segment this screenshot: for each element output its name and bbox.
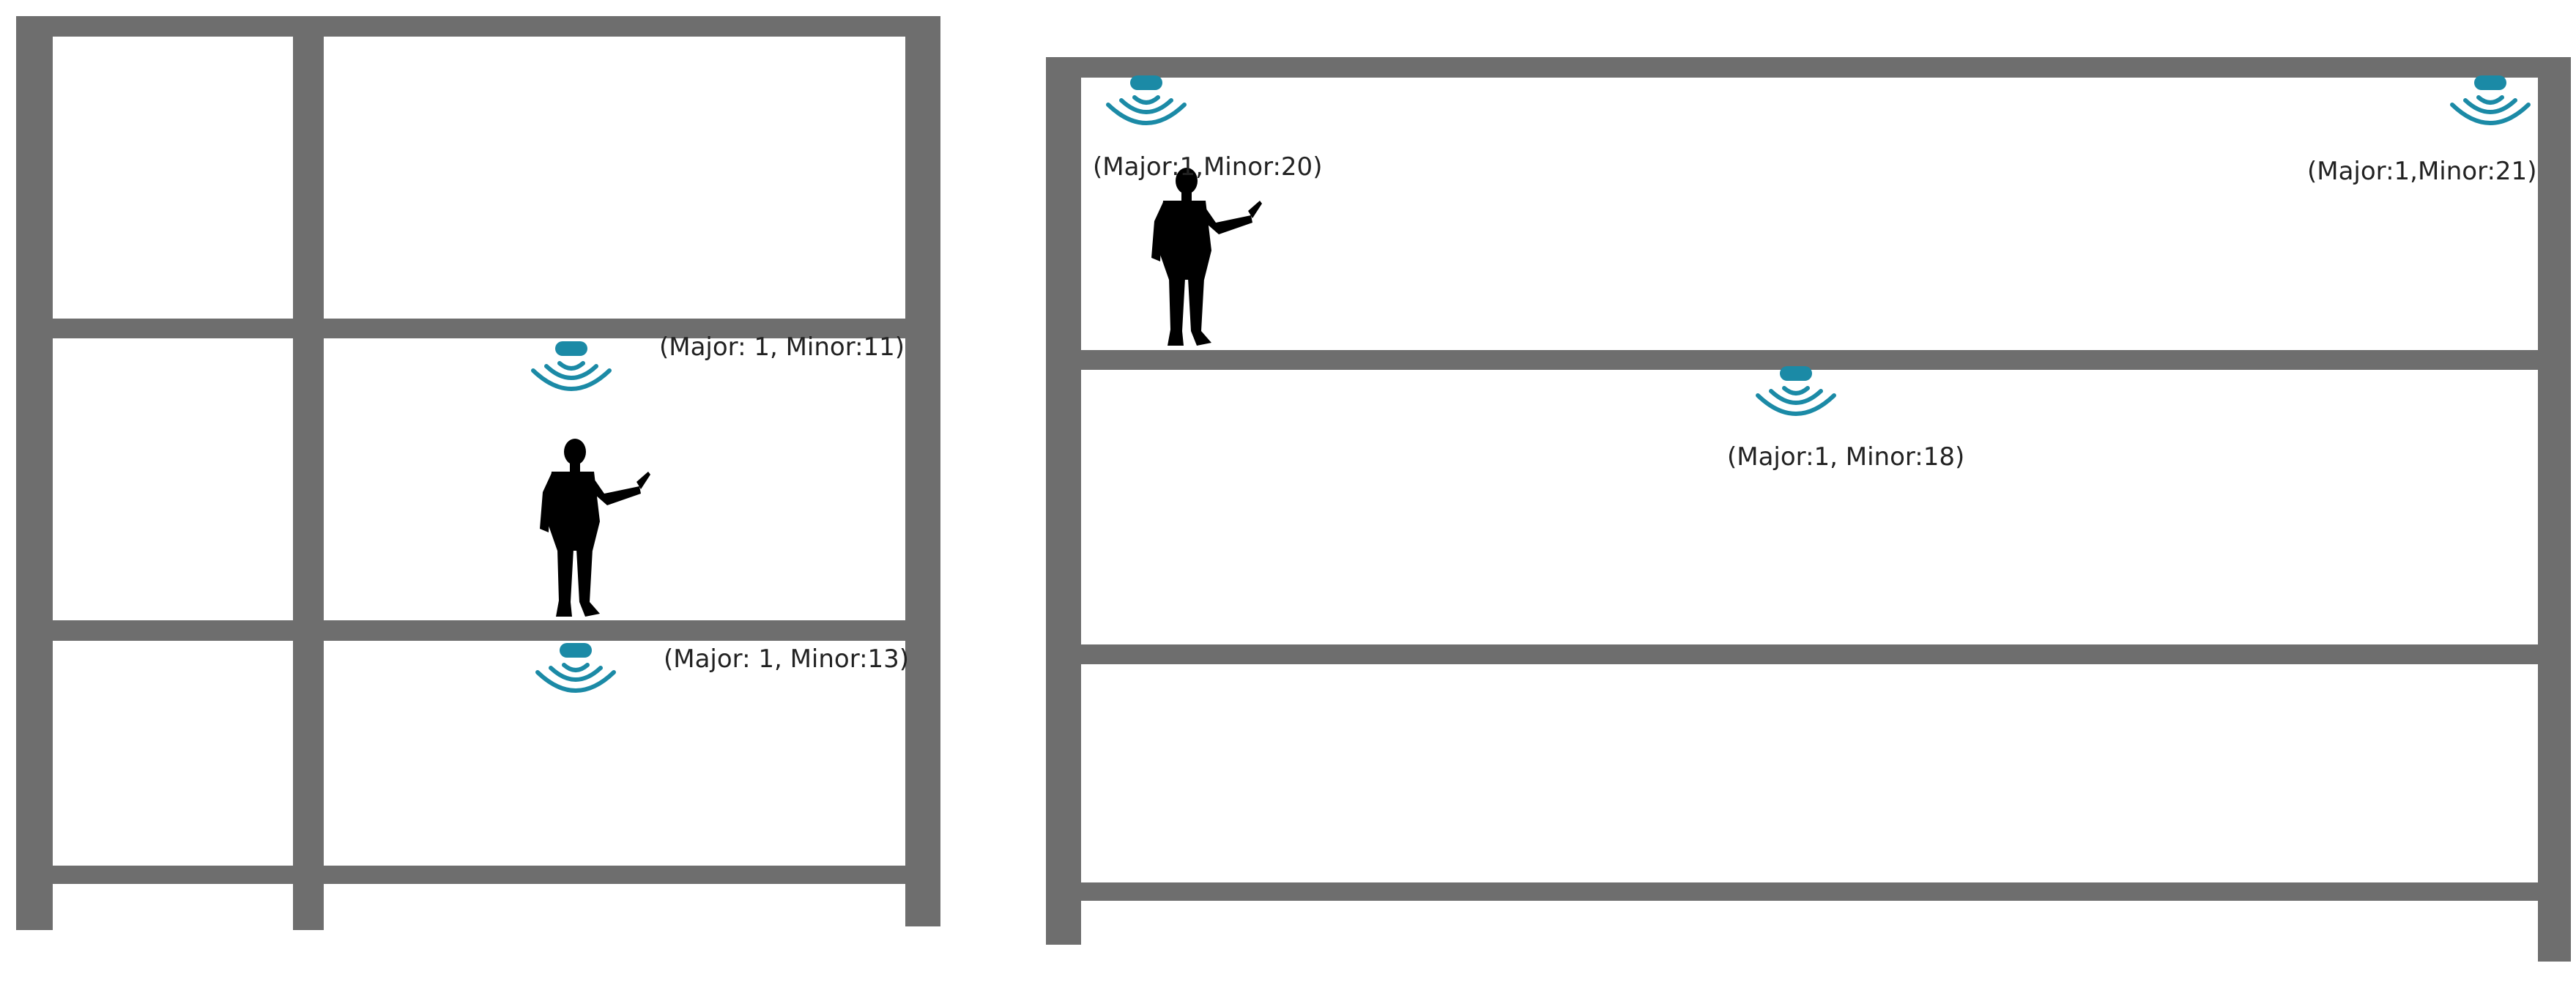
beacon-minor-20: [1108, 75, 1184, 123]
floor-right-2: [1046, 644, 2540, 664]
beacon-label-minor-11: (Major: 1, Minor:11): [659, 332, 905, 362]
beacon-label-minor-20: (Major:1,Minor:20): [1093, 152, 1323, 182]
wall-left-center: [293, 18, 324, 930]
person-with-phone-icon: [1151, 168, 1262, 346]
beacon-minor-21: [2452, 75, 2528, 123]
person-left: [540, 439, 650, 617]
wall-left-top: [16, 16, 940, 37]
wifi-beacon-icon: [1758, 366, 1834, 414]
beacon-minor-11: [533, 341, 609, 389]
wall-left-outer-right: [905, 18, 940, 926]
wall-right-top: [1046, 57, 2571, 78]
wifi-beacon-icon: [2452, 75, 2528, 123]
beacon-label-minor-18: (Major:1, Minor:18): [1727, 442, 1965, 472]
wall-right-outer-left: [1046, 57, 1081, 945]
beacon-label-minor-13: (Major: 1, Minor:13): [664, 644, 910, 674]
wifi-beacon-icon: [533, 341, 609, 389]
wall-right-outer-right: [2538, 57, 2571, 962]
wifi-beacon-icon: [1108, 75, 1184, 123]
floor-right-3: [1046, 882, 2540, 901]
wifi-beacon-icon: [538, 643, 614, 691]
floor-left-3: [16, 866, 924, 884]
beacon-minor-18: [1758, 366, 1834, 414]
person-with-phone-icon: [540, 439, 650, 617]
floor-left-2: [16, 620, 924, 641]
wall-left-outer-left: [16, 18, 53, 930]
floor-left-1: [16, 319, 924, 338]
beacon-minor-13: [538, 643, 614, 691]
person-right: [1151, 168, 1262, 346]
beacon-label-minor-21: (Major:1,Minor:21): [2307, 157, 2537, 186]
